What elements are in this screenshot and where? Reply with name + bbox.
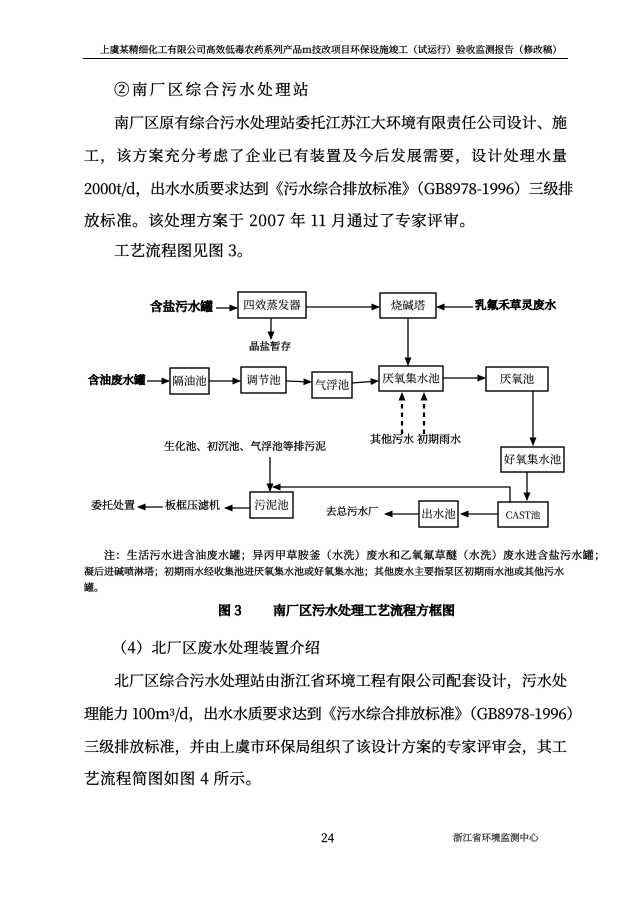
svg-text:CAST池: CAST池 <box>506 508 541 522</box>
svg-text:好氧集水池: 好氧集水池 <box>504 452 562 468</box>
svg-text:厌氧池: 厌氧池 <box>500 371 535 387</box>
svg-text:厌氧集水池: 厌氧集水池 <box>382 371 440 387</box>
svg-text:出水池: 出水池 <box>421 506 456 522</box>
svg-text:隔油池: 隔油池 <box>172 373 207 389</box>
svg-text:四效蒸发器: 四效蒸发器 <box>243 297 301 313</box>
svg-text:气浮池: 气浮池 <box>315 377 350 393</box>
svg-text:烧碱塔: 烧碱塔 <box>391 298 426 314</box>
svg-text:调节池: 调节池 <box>246 372 281 388</box>
svg-text:污泥池: 污泥池 <box>254 497 289 513</box>
